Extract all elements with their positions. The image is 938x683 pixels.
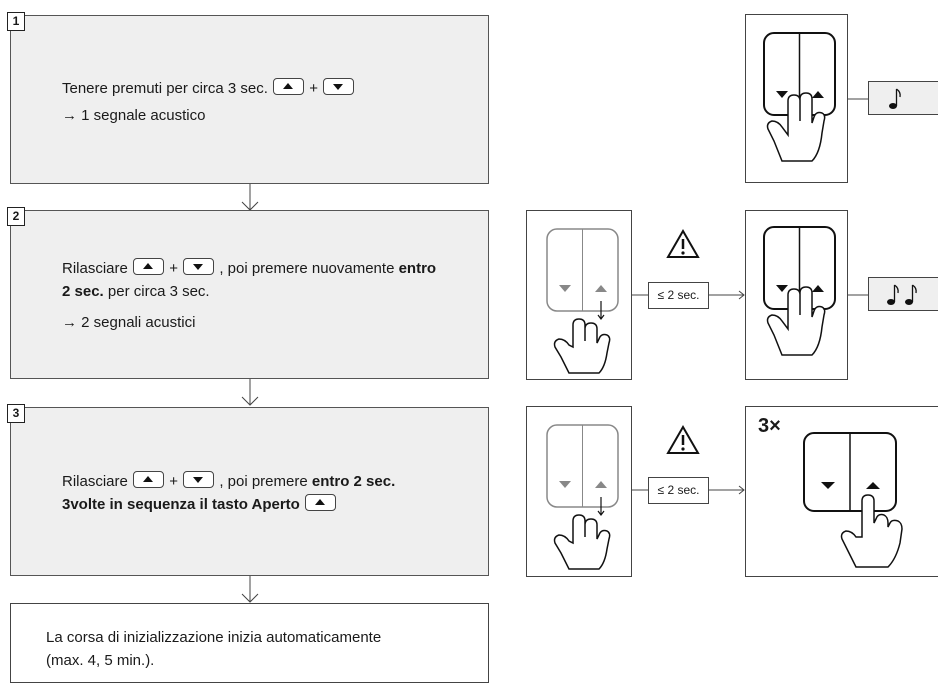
flow-arrow-2 [241, 379, 259, 406]
plus-sign: + [309, 80, 319, 97]
final-box [10, 603, 489, 683]
press-up-key-icon [803, 432, 903, 568]
illustration-press-both [745, 14, 848, 183]
music-note-icon [889, 88, 901, 109]
pressed-switch-icon [763, 32, 836, 162]
timing-label-1: ≤ 2 sec. [648, 282, 709, 309]
step-1-text: Tenere premuti per circa 3 sec. [62, 80, 268, 97]
step-1-result: → 1 segnale acustico [62, 107, 206, 124]
warning-triangle-icon [666, 424, 700, 454]
pressed-switch-icon [763, 226, 836, 356]
down-arrow-key-icon [183, 258, 215, 275]
step-2-result: → 2 segnali acustici [62, 314, 196, 331]
illustration-release-3 [526, 406, 632, 577]
final-text-line1: La corsa di inizializzazione inizia auto… [46, 629, 382, 646]
step-3-instruction: Rilasciare + , poi premere entro 2 sec. [62, 471, 395, 493]
connector-arrow-4b [709, 485, 745, 495]
music-note-icon [887, 284, 917, 305]
final-text-line2: (max. 4, 5 min.). [46, 652, 155, 669]
step-2-text-a: Rilasciare [62, 260, 128, 277]
step-3-text-a: Rilasciare [62, 473, 128, 490]
step-2-bold-a: entro [398, 260, 437, 277]
warning-triangle-icon [666, 228, 700, 258]
step-3-number: 3 [7, 404, 25, 423]
down-arrow-key-icon [183, 471, 215, 488]
connector-line-3 [848, 294, 868, 296]
connector-arrow-2b [709, 290, 745, 300]
up-arrow-key-icon [133, 471, 165, 488]
flow-arrow-3 [241, 576, 259, 603]
step-2-box [10, 210, 489, 379]
step-3-instruction-line2: 3volte in sequenza il tasto Aperto [62, 494, 337, 516]
signal-box-1 [868, 81, 938, 115]
step-2-text-c: per circa 3 sec. [107, 283, 210, 300]
step-2-instruction-line2: 2 sec. per circa 3 sec. [62, 281, 210, 303]
step-2-instruction: Rilasciare + , poi premere nuovamente en… [62, 258, 436, 280]
connector-line-4a [632, 489, 648, 491]
plus-sign: + [169, 260, 178, 277]
step-3-box [10, 407, 489, 576]
connector-line-1 [848, 98, 868, 100]
illustration-press-again [745, 210, 848, 380]
plus-sign: + [169, 473, 178, 490]
step-3-text-b: , poi premere [219, 473, 308, 490]
repeat-count-label: 3× [758, 415, 781, 437]
step-3-bold-b: 3volte in sequenza il tasto Aperto [62, 496, 300, 513]
step-1-box [10, 15, 489, 184]
down-arrow-key-icon [323, 78, 355, 95]
illustration-triple-press: 3× [745, 406, 938, 577]
step-2-bold-b: 2 sec. [62, 283, 104, 300]
step-1-instruction: Tenere premuti per circa 3 sec. + [62, 78, 355, 100]
illustration-release [526, 210, 632, 380]
timing-label-2: ≤ 2 sec. [648, 477, 709, 504]
released-switch-icon [546, 228, 619, 374]
up-arrow-key-icon [305, 494, 336, 511]
connector-line-2a [632, 294, 648, 296]
step-2-text-b: , poi premere nuovamente [219, 260, 395, 277]
released-switch-icon [546, 424, 619, 570]
signal-box-2 [868, 277, 938, 311]
up-arrow-key-icon [273, 78, 305, 95]
step-3-bold-a: entro 2 sec. [311, 473, 396, 490]
up-arrow-key-icon [133, 258, 165, 275]
step-1-number: 1 [7, 12, 25, 31]
step-2-number: 2 [7, 207, 25, 226]
